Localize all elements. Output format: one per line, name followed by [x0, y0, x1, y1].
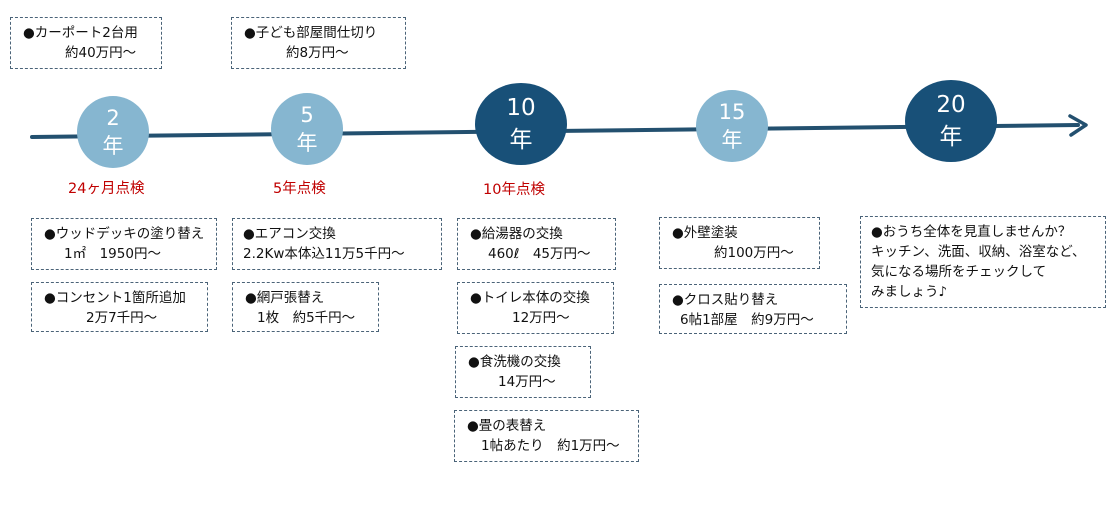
- item-title: ●トイレ本体の交換: [470, 290, 590, 306]
- item-screen: ●網戸張替え 1枚 約5千円～: [232, 282, 379, 332]
- milestone-unit: 年: [939, 124, 963, 150]
- milestone-10-years: 10 年: [475, 83, 567, 165]
- item-detail: 2.2Kw本体込11万5千円～: [243, 246, 405, 262]
- review-line-4: みましょう♪: [871, 284, 948, 300]
- item-title: ●子ども部屋間仕切り: [244, 25, 378, 41]
- checkup-5-years: 5年点検: [273, 181, 326, 197]
- item-carport: ●カーポート2台用 約40万円～: [10, 17, 162, 69]
- item-detail: 12万円～: [512, 310, 570, 326]
- milestone-5-years: 5 年: [271, 93, 343, 165]
- milestone-15-years: 15 年: [696, 90, 768, 162]
- milestone-number: 5: [300, 103, 314, 127]
- milestone-unit: 年: [102, 134, 124, 158]
- item-wallpaper: ●クロス貼り替え 6帖1部屋 約9万円～: [659, 284, 847, 334]
- item-detail: 6帖1部屋 約9万円～: [680, 312, 814, 328]
- item-detail: 2万7千円～: [86, 310, 158, 326]
- item-detail: 460ℓ 45万円～: [488, 246, 591, 262]
- item-detail: 約100万円～: [714, 245, 794, 261]
- item-title: ●網戸張替え: [245, 290, 325, 306]
- item-title: ●給湯器の交換: [470, 226, 563, 242]
- checkup-10-years: 10年点検: [483, 182, 545, 198]
- item-aircon: ●エアコン交換 2.2Kw本体込11万5千円～: [232, 218, 442, 270]
- item-exterior: ●外壁塗装 約100万円～: [659, 217, 820, 269]
- milestone-unit: 年: [296, 131, 318, 155]
- item-title: ●エアコン交換: [243, 226, 336, 242]
- item-detail: 1㎡ 1950円～: [64, 246, 161, 262]
- item-title: ●コンセント1箇所追加: [44, 290, 186, 306]
- milestone-number: 15: [718, 100, 746, 124]
- review-line-2: キッチン、洗面、収納、浴室など、: [871, 244, 1086, 260]
- milestone-number: 2: [106, 106, 120, 130]
- timeline-arrowhead: [1068, 114, 1088, 137]
- item-review: ●おうち全体を見直しませんか？ キッチン、洗面、収納、浴室など、 気になる場所を…: [860, 216, 1106, 308]
- item-detail: 約8万円～: [286, 45, 349, 61]
- item-outlet: ●コンセント1箇所追加 2万7千円～: [31, 282, 208, 332]
- item-detail: 1帖あたり 約1万円～: [481, 438, 620, 454]
- item-deck: ●ウッドデッキの塗り替え 1㎡ 1950円～: [31, 218, 217, 270]
- item-title: ●外壁塗装: [672, 225, 738, 241]
- item-title: ●ウッドデッキの塗り替え: [44, 226, 205, 242]
- milestone-number: 10: [506, 95, 536, 121]
- item-detail: 1枚 約5千円～: [257, 310, 356, 326]
- item-title: ●畳の表替え: [467, 418, 547, 434]
- item-detail: 14万円～: [498, 374, 556, 390]
- item-tatami: ●畳の表替え 1帖あたり 約1万円～: [454, 410, 639, 462]
- item-title: ●クロス貼り替え: [672, 292, 779, 308]
- milestone-number: 20: [936, 92, 966, 118]
- item-title: ●カーポート2台用: [23, 25, 138, 41]
- item-detail: 約40万円～: [65, 45, 137, 61]
- milestone-20-years: 20 年: [905, 80, 997, 162]
- milestone-unit: 年: [509, 127, 533, 153]
- item-water-heater: ●給湯器の交換 460ℓ 45万円～: [457, 218, 616, 270]
- item-kids-partition: ●子ども部屋間仕切り 約8万円～: [231, 17, 406, 69]
- milestone-unit: 年: [721, 128, 743, 152]
- review-line-1: ●おうち全体を見直しませんか？: [871, 224, 1072, 240]
- item-dishwasher: ●食洗機の交換 14万円～: [455, 346, 591, 398]
- checkup-24-months: 24ヶ月点検: [68, 181, 145, 197]
- item-title: ●食洗機の交換: [468, 354, 561, 370]
- milestone-2-years: 2 年: [77, 96, 149, 168]
- item-toilet: ●トイレ本体の交換 12万円～: [457, 282, 614, 334]
- review-line-3: 気になる場所をチェックして: [871, 264, 1047, 280]
